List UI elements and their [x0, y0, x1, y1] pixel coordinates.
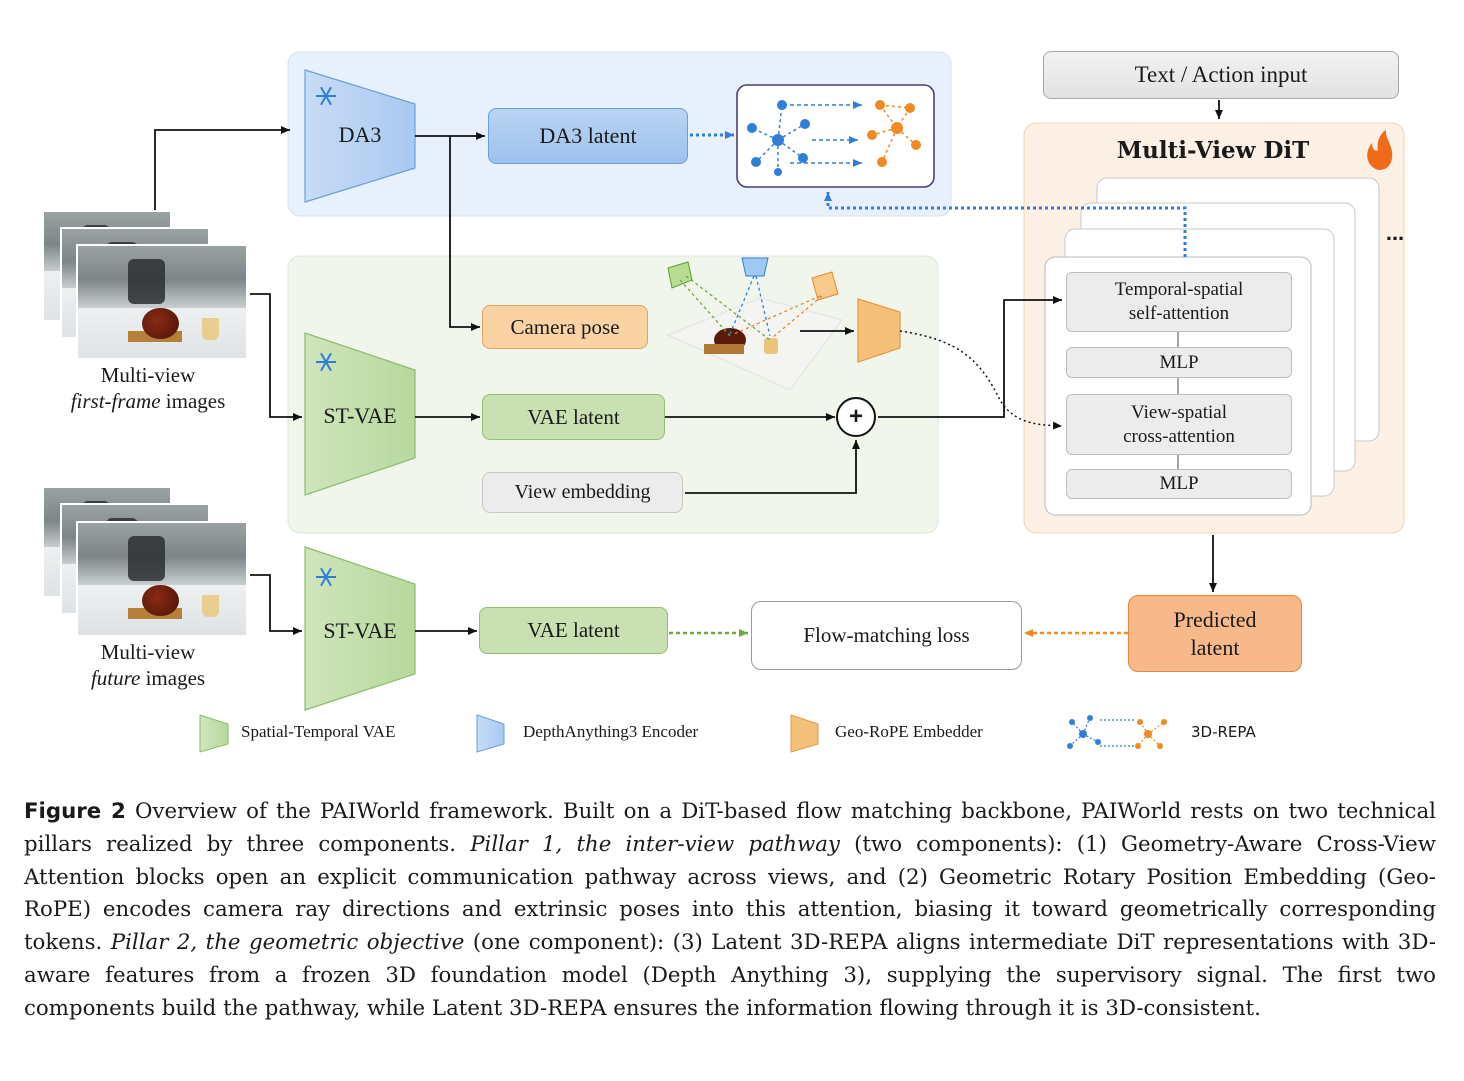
- dit-ellipsis: ...: [1385, 220, 1405, 245]
- first-frame-label: Multi-view first-frame images: [70, 363, 226, 413]
- plus-symbol: +: [848, 403, 863, 430]
- st-vae-bottom-label: ST-VAE: [323, 618, 397, 643]
- caption-text: (one component): (3) Latent 3D-REPA alig…: [24, 930, 1436, 1021]
- caption-text: (two components): (1) Geometry-Aware Cro…: [24, 831, 1436, 956]
- repa-graph-icon: [747, 100, 921, 176]
- mlp-block: MLP: [1066, 469, 1292, 499]
- da3-encoder-shape: [304, 69, 416, 203]
- legend-da3-shape: [476, 714, 505, 753]
- legend-label-georope: Geo-RoPE Embedder: [835, 722, 983, 741]
- snowflake-icon: [316, 352, 336, 372]
- legend-vae-shape: [199, 714, 229, 753]
- text-action-input-box: Text / Action input: [1043, 51, 1399, 99]
- st-vae-bottom-shape: [304, 546, 416, 711]
- legend-repa-icon: [1067, 715, 1167, 749]
- view-embedding-box: View embedding: [482, 472, 683, 513]
- da3-encoder-label: DA3: [338, 122, 382, 147]
- snowflake-icon: [316, 86, 336, 106]
- view-spatial-cross-attention-block: View-spatial cross-attention: [1066, 394, 1292, 455]
- future-image: [76, 521, 248, 637]
- da3-latent-box: DA3 latent: [488, 108, 688, 164]
- first-frame-image: [76, 244, 248, 360]
- legend-label-repa: 3D-REPA: [1191, 723, 1256, 741]
- caption-italic: Pillar 1, the inter-view pathway: [470, 831, 840, 857]
- legend-georope-shape: [790, 714, 819, 753]
- legend-label-da3: DepthAnything3 Encoder: [523, 722, 699, 741]
- framework-diagram: Multi-view first-frame images Multi-view…: [42, 51, 1405, 753]
- st-vae-top-shape: [304, 332, 416, 496]
- figure-label: Figure 2: [24, 799, 126, 824]
- camera-scene-illustration: [666, 257, 843, 391]
- repa-box: [736, 84, 935, 188]
- dit-title: Multi-View DiT: [1116, 137, 1310, 164]
- camera-pose-box: Camera pose: [482, 305, 648, 349]
- temporal-spatial-self-attention-block: Temporal-spatial self-attention: [1066, 272, 1292, 332]
- geo-rope-embedder-shape: [857, 298, 901, 363]
- mlp-block: MLP: [1066, 347, 1292, 378]
- plus-circle: [836, 397, 876, 437]
- flow-matching-loss-box: Flow-matching loss: [751, 601, 1022, 670]
- flame-icon: [1367, 130, 1393, 170]
- snowflake-icon: [316, 567, 336, 587]
- st-vae-top-label: ST-VAE: [323, 403, 397, 428]
- caption-text: Overview of the PAIWorld framework. Buil…: [24, 799, 1436, 857]
- caption-italic: Pillar 2, the geometric objective: [110, 930, 465, 956]
- vae-latent-bottom-box: VAE latent: [479, 607, 668, 654]
- predicted-latent-box: Predicted latent: [1128, 595, 1302, 672]
- figure-caption: Figure 2 Overview of the PAIWorld framew…: [24, 796, 1436, 1026]
- future-label: Multi-view future images: [90, 640, 206, 690]
- vae-latent-top-box: VAE latent: [482, 394, 665, 440]
- legend-label-vae: Spatial-Temporal VAE: [241, 722, 396, 741]
